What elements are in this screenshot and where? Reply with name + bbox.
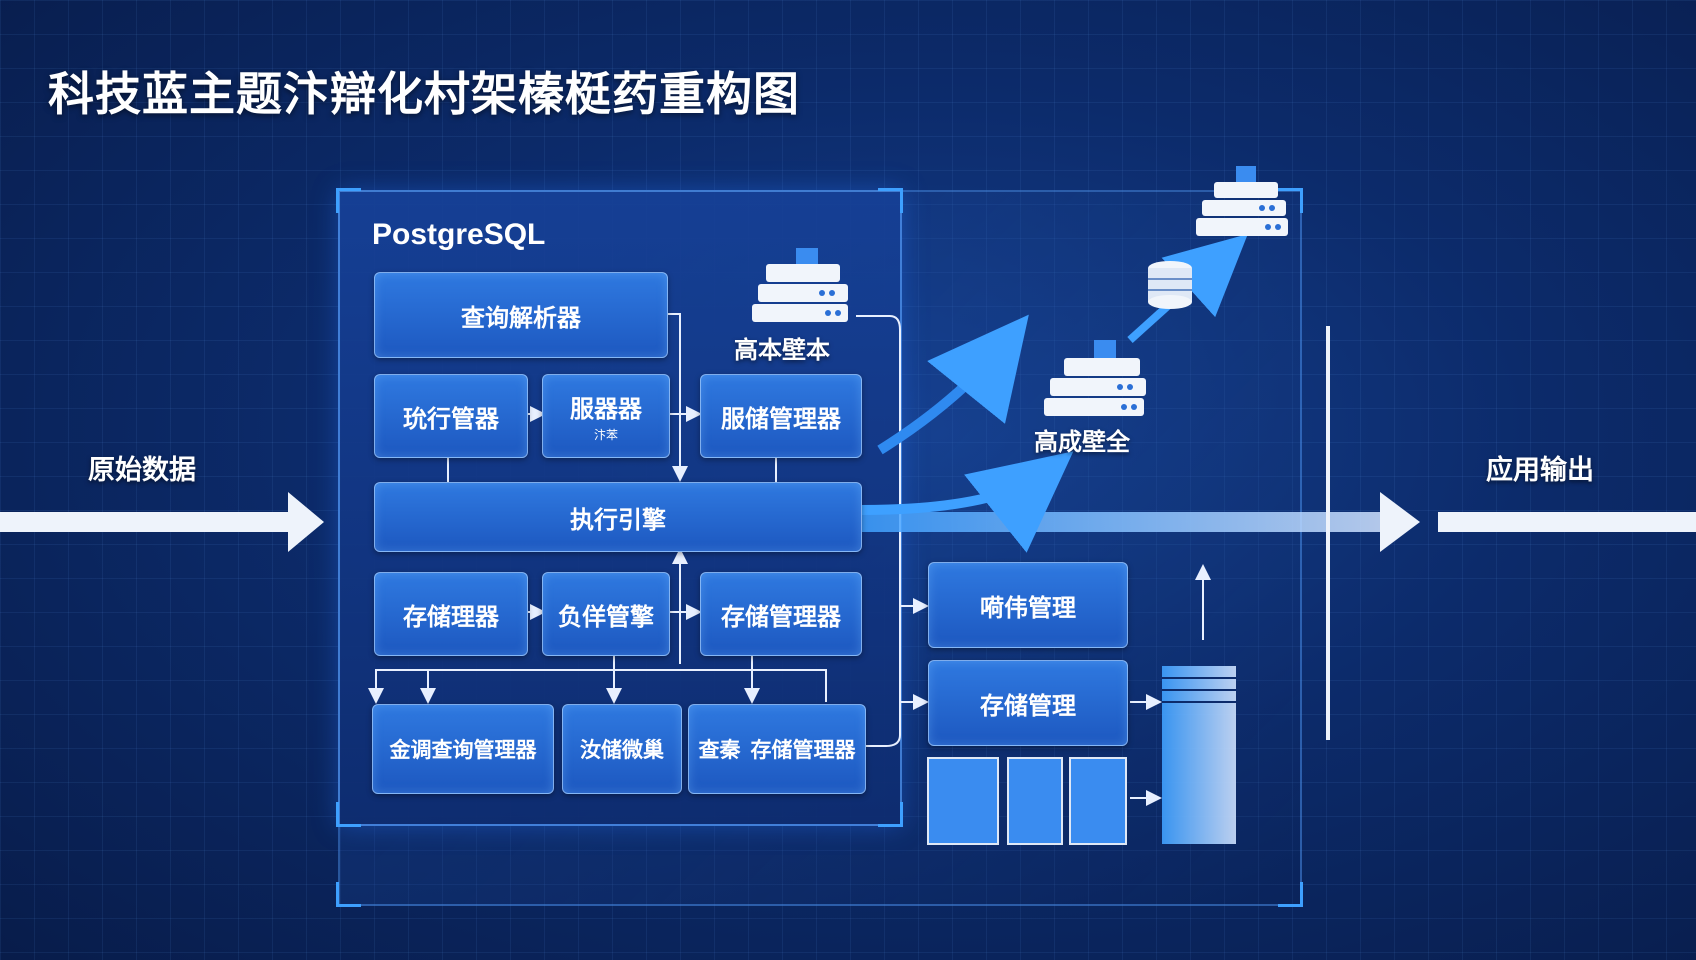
frame-corner <box>878 802 903 827</box>
arrow-right-icon <box>1380 492 1420 552</box>
input-label: 原始数据 <box>88 455 196 486</box>
page-title: 科技蓝主题汴辯化村架榛梃药重构图 <box>48 67 800 121</box>
frame-corner <box>336 882 361 907</box>
server2-label: 高成壁全 <box>1034 428 1130 456</box>
storage-manager-top-box: 服储管理器 <box>700 374 862 458</box>
storage-processor-box: 存储理器 <box>374 572 528 656</box>
file-manager-box: 负佯管擎 <box>542 572 670 656</box>
storage-bar-icon <box>1162 666 1236 844</box>
server1-label: 高本壁本 <box>734 336 830 364</box>
server-stack-icon <box>1044 340 1146 416</box>
dist-manage-box: 嗬伟管理 <box>928 562 1128 648</box>
server-stack-icon <box>1196 166 1288 236</box>
frame-corner <box>878 188 903 213</box>
database-icon <box>1148 261 1192 309</box>
arrow-right-icon <box>0 492 324 552</box>
frame-corner <box>336 802 361 827</box>
query-parser-box: 查询解析器 <box>374 272 668 358</box>
bottom-query-manager-box: 金调查询管理器 <box>372 704 554 794</box>
bottom-storage-manager-box: 查秦 存储管理器 <box>688 704 866 794</box>
output-label: 应用输出 <box>1486 455 1594 486</box>
bottom-micro-storage-box: 汝储微巢 <box>562 704 682 794</box>
server-stack-icon <box>752 248 848 322</box>
frame-corner <box>336 188 361 213</box>
frame-corner <box>1278 882 1303 907</box>
exec-engine-box: 执行引擎 <box>374 482 862 552</box>
storage-cell-icon <box>927 757 1127 845</box>
service-box: 服器器 汴苯 <box>542 374 670 458</box>
exec-manager-box: 玧行管器 <box>374 374 528 458</box>
panel-title: PostgreSQL <box>372 218 546 251</box>
frame-corner <box>1278 188 1303 213</box>
storage-manage-box: 存储管理 <box>928 660 1128 746</box>
storage-manager-mid-box: 存储管理器 <box>700 572 862 656</box>
